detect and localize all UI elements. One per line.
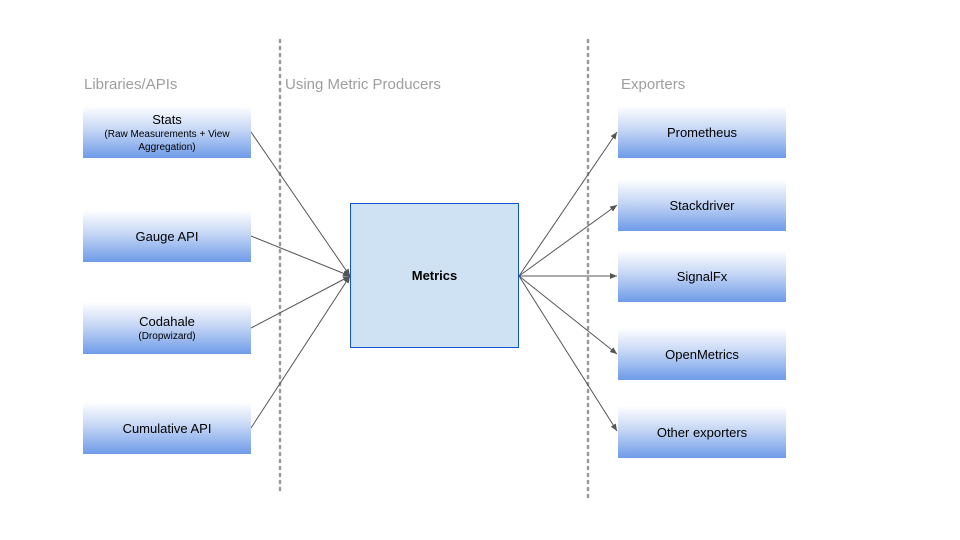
arrow-codahale-to-metrics (250, 275, 351, 329)
stackdriver-title: Stackdriver (669, 197, 735, 213)
codahale-title: Codahale (139, 314, 195, 329)
stats-box[interactable]: Stats (Raw Measurements + View Aggregati… (83, 106, 251, 158)
signalfx-box[interactable]: SignalFx (618, 250, 786, 302)
codahale-subtitle: (Dropwizard) (138, 331, 196, 342)
codahale-box[interactable]: Codahale (Dropwizard) (83, 302, 251, 354)
exporters-header: Exporters (621, 76, 686, 93)
arrow-metrics-to-other-exporters (518, 275, 618, 432)
metrics-hub-title: Metrics (411, 268, 458, 283)
arrow-metrics-to-openmetrics (518, 275, 618, 355)
cumulative-api-title: Cumulative API (122, 420, 212, 436)
libraries-header: Libraries/APIs (84, 76, 178, 93)
other-exporters-title: Other exporters (656, 424, 748, 440)
stackdriver-box[interactable]: Stackdriver (618, 179, 786, 231)
openmetrics-title: OpenMetrics (665, 346, 739, 362)
stats-title: Stats (152, 111, 182, 127)
other-exporters-box[interactable]: Other exporters (618, 406, 786, 458)
arrow-gauge-to-metrics (250, 235, 351, 277)
gauge-api-title: Gauge API (135, 228, 199, 244)
producers-header: Using Metric Producers (285, 76, 441, 93)
arrow-stats-to-metrics (250, 131, 351, 277)
gauge-api-box[interactable]: Gauge API (83, 210, 251, 262)
arrow-metrics-to-prometheus (518, 131, 618, 277)
openmetrics-box[interactable]: OpenMetrics (618, 328, 786, 380)
stats-subtitle: (Raw Measurements + View Aggregation) (104, 128, 230, 153)
prometheus-box[interactable]: Prometheus (618, 106, 786, 158)
arrow-metrics-to-stackdriver (518, 204, 618, 277)
metrics-hub-box[interactable]: Metrics (350, 203, 519, 348)
cumulative-api-box[interactable]: Cumulative API (83, 402, 251, 454)
arrow-cumulative-to-metrics (250, 275, 351, 429)
signalfx-title: SignalFx (676, 268, 728, 284)
prometheus-title: Prometheus (666, 124, 738, 140)
